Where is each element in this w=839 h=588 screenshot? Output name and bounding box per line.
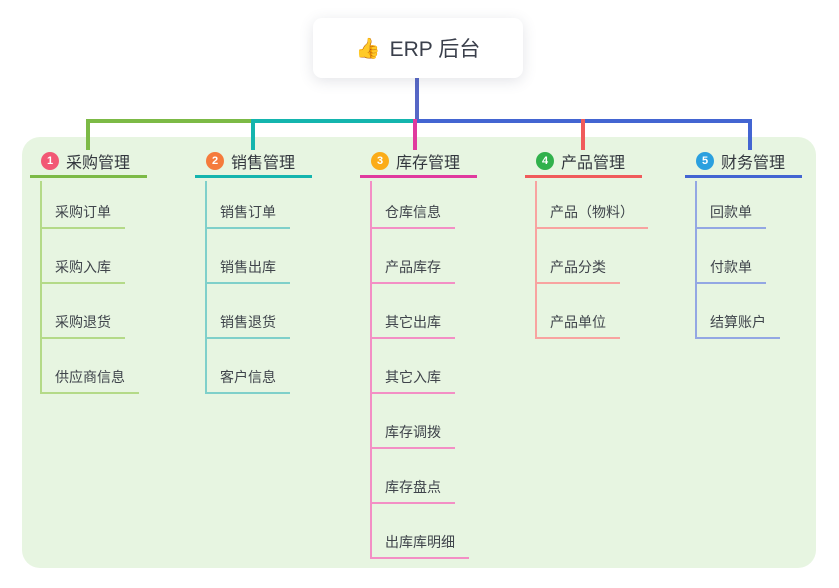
branch-finance-title-row: 5 财务管理 [685,147,802,178]
leaf-node: 仓库信息 [370,202,455,229]
leaf-node: 其它入库 [370,367,455,394]
connector-root-drop [415,78,419,123]
branch-product: 4 产品管理 产品（物料） 产品分类 产品单位 [525,147,675,339]
branch-spine [695,181,697,339]
leaf-node: 销售订单 [205,202,290,229]
root-label: ERP 后台 [389,38,481,61]
leaf-node: 付款单 [695,257,766,284]
root-node: 👍 ERP 后台 [313,18,523,78]
branch-number-badge: 2 [206,152,224,170]
branch-purchase: 1 采购管理 采购订单 采购入库 采购退货 供应商信息 [30,147,180,394]
leaf-node: 结算账户 [695,312,780,339]
leaf-node: 其它出库 [370,312,455,339]
leaf-node: 产品单位 [535,312,620,339]
leaf-node: 产品（物料） [535,202,648,229]
connector-drop-sales [251,119,255,150]
branch-inventory-title-row: 3 库存管理 [360,147,477,178]
branch-inventory: 3 库存管理 仓库信息 产品库存 其它出库 其它入库 库存调拨 库存盘点 出库库… [360,147,510,559]
branch-sales-title-row: 2 销售管理 [195,147,312,178]
branch-sales: 2 销售管理 销售订单 销售出库 销售退货 客户信息 [195,147,345,394]
branch-spine [40,181,42,394]
branch-number-badge: 3 [371,152,389,170]
leaf-node: 采购入库 [40,257,125,284]
connector-drop-inventory [413,119,417,150]
branch-title: 销售管理 [231,155,296,172]
leaf-node: 供应商信息 [40,367,139,394]
branch-purchase-title-row: 1 采购管理 [30,147,147,178]
connector-horizontal-sales [253,119,417,123]
connector-horizontal-purchase [88,119,253,123]
leaf-node: 采购订单 [40,202,125,229]
branches-panel [22,137,816,568]
branch-spine [205,181,207,394]
leaf-node: 销售出库 [205,257,290,284]
branch-product-title-row: 4 产品管理 [525,147,642,178]
leaf-node: 回款单 [695,202,766,229]
branch-title: 产品管理 [561,155,626,172]
leaf-node: 库存盘点 [370,477,455,504]
leaf-node: 销售退货 [205,312,290,339]
branch-number-badge: 1 [41,152,59,170]
branch-title: 财务管理 [721,155,786,172]
branch-number-badge: 4 [536,152,554,170]
branch-number-badge: 5 [696,152,714,170]
branch-title: 库存管理 [396,155,461,172]
leaf-node: 产品库存 [370,257,455,284]
branch-finance: 5 财务管理 回款单 付款单 结算账户 [685,147,835,339]
connector-drop-finance [748,119,752,150]
thumbs-up-icon: 👍 [355,37,381,60]
branch-spine [535,181,537,339]
leaf-node: 产品分类 [535,257,620,284]
leaf-node: 库存调拨 [370,422,455,449]
leaf-node: 出库库明细 [370,532,469,559]
leaf-node: 采购退货 [40,312,125,339]
connector-drop-purchase [86,119,90,150]
leaf-node: 客户信息 [205,367,290,394]
branch-spine [370,181,372,559]
connector-drop-product [581,119,585,150]
branch-title: 采购管理 [66,155,131,172]
